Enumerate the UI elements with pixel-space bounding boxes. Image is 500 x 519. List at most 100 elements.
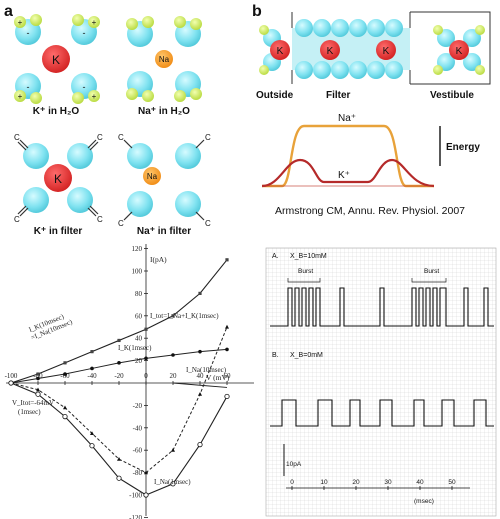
charge-plus: + (18, 18, 23, 27)
iv-curves (8, 258, 230, 498)
ik1-point (63, 372, 67, 376)
ik1-point (144, 356, 148, 361)
ina1-point (170, 481, 176, 487)
itot-point (144, 470, 148, 475)
ina1-point (197, 441, 203, 448)
carbonyl-c: C (97, 133, 103, 142)
na-filter-label: Na⁺ in filter (137, 226, 191, 237)
x-tick-label: 60 (224, 372, 232, 380)
ik10-point (198, 291, 202, 295)
panel-b: b K K K K Outsid (252, 3, 491, 217)
outside-label: Outside (256, 90, 294, 101)
itot-point (63, 405, 67, 410)
itot-point (171, 448, 175, 452)
x-tick-label: -40 (87, 372, 97, 380)
ik10-point (63, 361, 67, 365)
trace-b (270, 399, 494, 427)
ik10-point (225, 258, 229, 262)
panel-b-letter: b (252, 3, 262, 20)
ik10-point (144, 327, 148, 331)
panel-a: a K - - - - + + + + K⁺ in H₂O (4, 3, 211, 237)
x-tick-label: -20 (114, 372, 124, 380)
carbonyl-c: C (97, 215, 103, 224)
y-tick-label: 80 (135, 290, 143, 298)
x-tick-label: -80 (33, 372, 43, 380)
y-tick-label: -20 (133, 402, 143, 410)
k-filter-cluster: K C C C C (14, 133, 103, 224)
burst-1-label: Burst (298, 268, 313, 275)
ik1-label: I_K(1msec) (118, 344, 152, 352)
burst-1-bracket (287, 278, 321, 283)
k-ion-symbol: K (54, 172, 62, 186)
ik10-point (171, 314, 175, 318)
carbonyl-c: C (118, 219, 124, 228)
ina1-point (224, 393, 230, 400)
carbonyl-c: C (205, 133, 211, 142)
k-ion-symbol: K (277, 46, 284, 57)
na-ion-symbol: Na (147, 172, 158, 181)
k-water-label: K⁺ in H₂O (33, 106, 80, 117)
y-tick-label: -40 (133, 424, 143, 432)
ik1-point (36, 376, 40, 381)
k-energy-curve (261, 158, 435, 188)
x-tick-label: -60 (60, 372, 70, 380)
ina1-point (143, 492, 149, 498)
trace-panel: A. X_B=10mM Burst Burst B. X_B=0mM 10pA … (265, 247, 497, 517)
itot-point (117, 456, 121, 461)
k-ion (42, 45, 70, 73)
current-scale-label: 10pA (286, 461, 302, 468)
x-axis-label: V (mV) (206, 373, 230, 382)
vestibule-frame (410, 11, 491, 85)
time-tick-label: 10 (320, 479, 328, 486)
ina10-label: I_Na(10msec) (186, 366, 227, 374)
ik10-point (90, 350, 94, 354)
carbonyl-c: C (14, 133, 20, 142)
y-tick-label: -80 (133, 469, 143, 477)
charge-minus: - (83, 82, 86, 92)
charge-plus: + (92, 18, 97, 27)
na-water-label: Na⁺ in H₂O (138, 106, 190, 117)
y-tick-label: -60 (133, 447, 143, 455)
vestibule-label: Vestibule (430, 90, 474, 101)
time-tick-label: 40 (416, 479, 424, 486)
charge-plus: + (18, 92, 23, 101)
y-tick-label: 20 (135, 357, 143, 365)
ik1-point (225, 347, 229, 352)
k-ion-filter (376, 40, 396, 60)
trace-a (270, 287, 494, 327)
itot-point (198, 392, 202, 396)
energy-label: Energy (446, 142, 480, 153)
na-water-cluster: Na (126, 16, 202, 102)
ik1-point (117, 361, 121, 365)
trace-b-condition: X_B=0mM (290, 352, 323, 359)
y-tick-label: 60 (135, 312, 143, 320)
trace-a-condition: X_B=10mM (290, 253, 327, 260)
filter-label: Filter (326, 90, 351, 101)
ik10-point (117, 338, 121, 343)
na-ion (155, 50, 173, 68)
k-ion-filter (320, 40, 340, 60)
ina1-point (35, 391, 41, 397)
k-filter-label: K⁺ in filter (34, 226, 83, 237)
k-ion-symbol: K (52, 53, 60, 67)
ina1-point (89, 443, 95, 449)
x-tick-label: 40 (197, 372, 205, 380)
itot-label: I_tot=I_Na+I_K(1msec) (150, 312, 219, 320)
time-tick-label: 20 (352, 479, 360, 486)
citation: Armstrong CM, Annu. Rev. Physiol. 2007 (275, 205, 465, 217)
outside-hydrated-k: K (259, 25, 290, 75)
na-filter-cluster: Na C C C C (118, 133, 211, 228)
na-curve-label: Na⁺ (338, 113, 356, 124)
burst-2-label: Burst (424, 268, 439, 275)
vtot-sub-label: (1msec) (18, 408, 41, 416)
itot-point (36, 387, 40, 392)
carbonyl-c: C (14, 215, 20, 224)
itot-curve (10, 326, 228, 474)
time-tick-label: 30 (384, 479, 392, 486)
k-curve-label: K⁺ (338, 170, 350, 181)
ik1-point (171, 353, 175, 357)
ik1-point (198, 349, 202, 354)
ina1-label: I_Na(1msec) (154, 478, 191, 486)
trace-a-label: A. (272, 253, 279, 260)
